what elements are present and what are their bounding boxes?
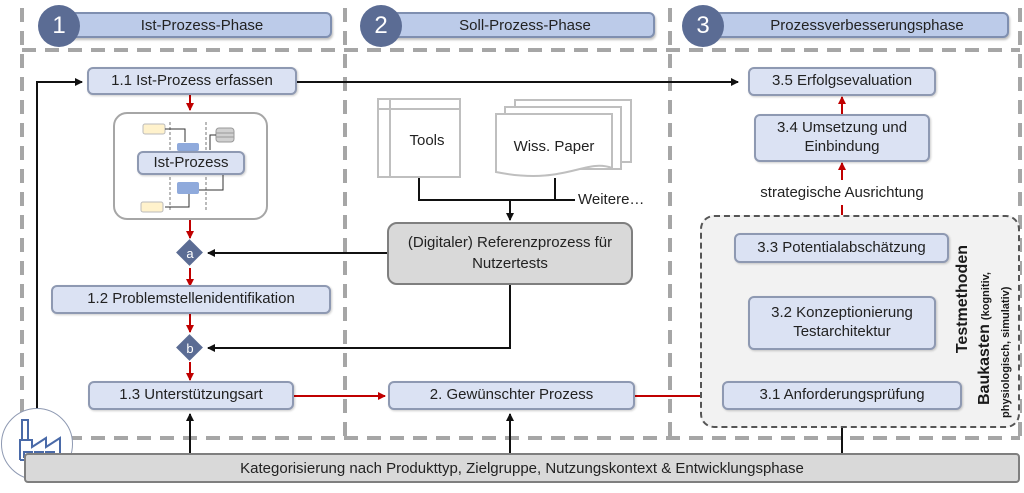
toolbox-subtitle-2: physiologisch, simulativ) — [1000, 286, 1012, 418]
step-3-1-anforderungspruefung[interactable]: 3.1 Anforderungsprüfung — [722, 381, 962, 410]
decision-b-label: b — [186, 340, 194, 356]
decision-a-label: a — [186, 245, 194, 261]
phase-3-number: 3 — [682, 5, 724, 47]
step-2-gewuenschter-prozess[interactable]: 2. Gewünschter Prozess — [388, 381, 635, 410]
toolbox-title-1: Testmethoden — [954, 245, 971, 354]
ist-prozess-label: Ist-Prozess — [137, 151, 245, 175]
reference-process[interactable]: (Digitaler) Referenzprozess für Nutzerte… — [387, 222, 633, 285]
step-3-2-konzeptionierung[interactable]: 3.2 Konzeptionierung Testarchitektur — [748, 296, 936, 350]
source-papers-label: Wiss. Paper — [513, 138, 595, 155]
phase-2-header: Soll-Prozess-Phase — [375, 12, 655, 38]
toolbox-title-line-2: Baukasten (kognitiv, — [975, 272, 995, 405]
categorization-bar[interactable]: Kategorisierung nach Produkttyp, Zielgru… — [24, 453, 1020, 483]
toolbox-title-2: Baukasten — [976, 324, 993, 405]
step-3-4-label: 3.4 Umsetzung und Einbindung — [776, 119, 908, 155]
toolbox-subtitle-line-2: physiologisch, simulativ) — [996, 287, 1014, 418]
phase-1-header: Ist-Prozess-Phase — [52, 12, 332, 38]
source-papers: Wiss. Paper — [495, 98, 635, 182]
source-tools-label: Tools — [409, 132, 445, 149]
strategic-alignment-label: strategische Ausrichtung — [760, 184, 924, 201]
phase-2-title: Soll-Prozess-Phase — [459, 16, 591, 34]
ist-prozess-illustration: Ist-Prozess — [113, 112, 268, 220]
step-3-3-potentialabschaetzung[interactable]: 3.3 Potentialabschätzung — [734, 233, 949, 263]
phase-1-title: Ist-Prozess-Phase — [140, 16, 264, 34]
phase-3-header: Prozessverbesserungsphase — [697, 12, 1009, 38]
phase-2-number: 2 — [360, 5, 402, 47]
toolbox-title: Testmethoden — [953, 245, 973, 395]
step-3-4-umsetzung[interactable]: 3.4 Umsetzung und Einbindung — [754, 114, 930, 162]
connector-factory-to-1-1 — [36, 78, 83, 410]
phase-3-title: Prozessverbesserungsphase — [770, 16, 964, 34]
source-more-label: Weitere… — [578, 191, 645, 208]
step-1-2-problemstellenidentifikation[interactable]: 1.2 Problemstellenidentifikation — [51, 285, 331, 314]
decision-b: b — [176, 334, 203, 361]
step-3-5-erfolgsevaluation[interactable]: 3.5 Erfolgsevaluation — [748, 67, 936, 96]
toolbox-subtitle-1: (kognitiv, — [980, 272, 992, 321]
step-1-3-unterstuetzungsart[interactable]: 1.3 Unterstützungsart — [88, 381, 294, 410]
decision-a: a — [176, 239, 203, 266]
swimlane-mini-diagram — [140, 122, 235, 213]
step-1-1-ist-prozess-erfassen[interactable]: 1.1 Ist-Prozess erfassen — [87, 67, 297, 95]
source-tools: Tools — [377, 98, 461, 178]
phase-1-number: 1 — [38, 5, 80, 47]
